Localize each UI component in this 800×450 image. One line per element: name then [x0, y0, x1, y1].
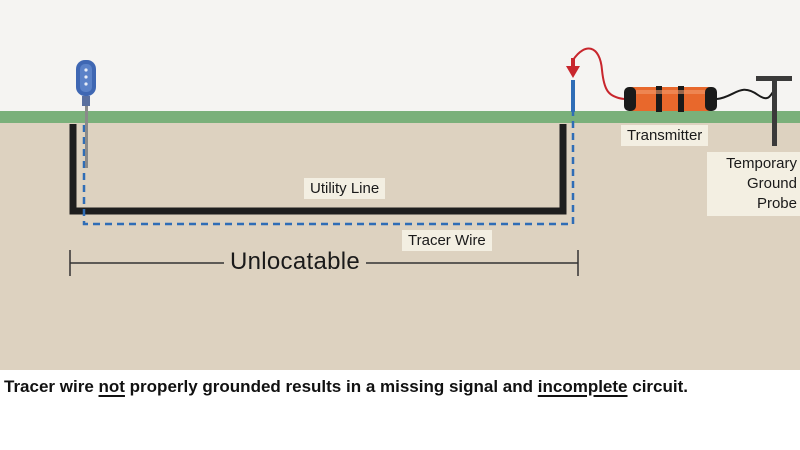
- utility-line: [69, 124, 567, 215]
- caption-emphasis-incomplete: incomplete: [537, 377, 628, 396]
- utility-line-label: Utility Line: [304, 178, 386, 199]
- test-station-icon: [76, 60, 96, 168]
- alligator-clip-icon: [566, 58, 580, 112]
- transmitter-label: Transmitter: [621, 125, 709, 146]
- transmitter-red-lead: [572, 47, 625, 100]
- tracer-wire: [82, 92, 575, 226]
- tracer-wire-label: Tracer Wire: [402, 230, 492, 251]
- grass-strip: [0, 111, 800, 123]
- caption-emphasis-not: not: [98, 377, 125, 396]
- caption-text-1: Tracer wire: [4, 377, 99, 396]
- soil-area: [0, 112, 800, 370]
- caption-area: [0, 370, 800, 450]
- caption-text-2: properly grounded results in a missing s…: [124, 377, 538, 396]
- transmitter-icon: [624, 86, 717, 112]
- unlocatable-label: Unlocatable: [224, 248, 367, 276]
- temporary-ground-probe-icon: [756, 76, 792, 146]
- temporary-ground-probe-label: Temporary Ground Probe: [707, 152, 800, 216]
- diagram-caption: Tracer wire not properly grounded result…: [4, 377, 688, 397]
- probe-black-lead: [716, 88, 774, 100]
- caption-text-3: circuit.: [627, 377, 688, 396]
